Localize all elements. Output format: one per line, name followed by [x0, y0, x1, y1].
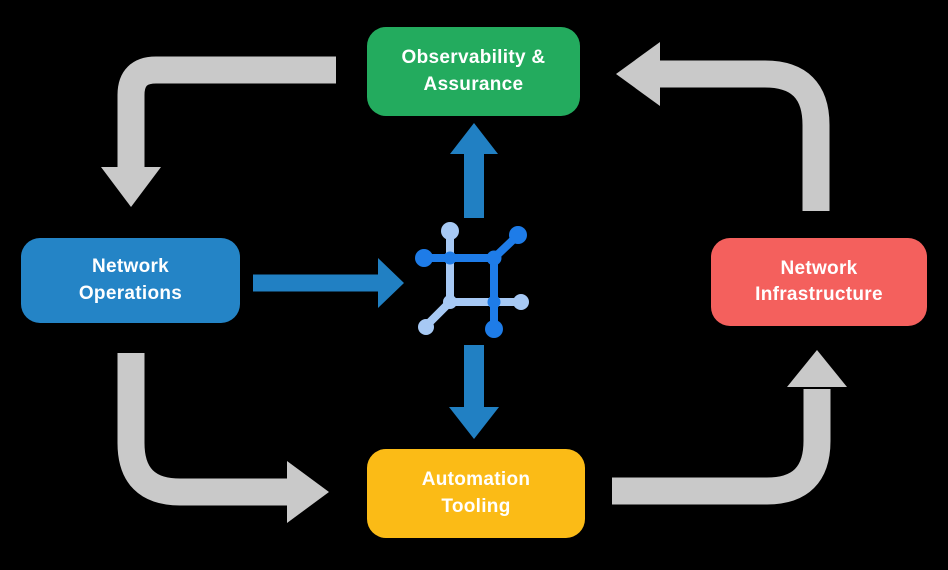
cycle-arrows [101, 42, 847, 523]
arrow-observability-to-operations [101, 56, 336, 207]
icon-dark-nodes [415, 226, 527, 338]
node-network-infrastructure: Network Infrastructure [711, 238, 927, 326]
node-observability-assurance: Observability & Assurance [367, 27, 580, 116]
arrowhead-up [450, 123, 498, 154]
arrowhead-down [449, 407, 499, 439]
node-network-operations-label: Network Operations [78, 256, 183, 304]
arrowhead-right [287, 461, 329, 523]
network-automation-icon [415, 222, 529, 338]
arrowhead-right [378, 258, 404, 308]
arrow-automation-to-infrastructure [612, 350, 847, 505]
node-observability-label: Observability & Assurance [401, 47, 546, 95]
flow-arrows [253, 123, 499, 439]
arrow-operations-to-center [253, 258, 404, 308]
arrow-center-to-automation [449, 345, 499, 439]
icon-light-nodes [418, 222, 529, 335]
arrow-operations-to-automation [117, 353, 329, 523]
arrowhead-up [787, 350, 847, 387]
node-network-operations: Network Operations [21, 238, 240, 323]
node-automation-tooling: Automation Tooling [367, 449, 585, 538]
arrow-infrastructure-to-observability [616, 42, 830, 211]
arrow-center-to-observability [450, 123, 498, 218]
node-network-infrastructure-label: Network Infrastructure [755, 257, 883, 305]
node-automation-tooling-label: Automation Tooling [421, 469, 531, 517]
arrowhead-left [616, 42, 660, 106]
arrowhead-down [101, 167, 161, 207]
